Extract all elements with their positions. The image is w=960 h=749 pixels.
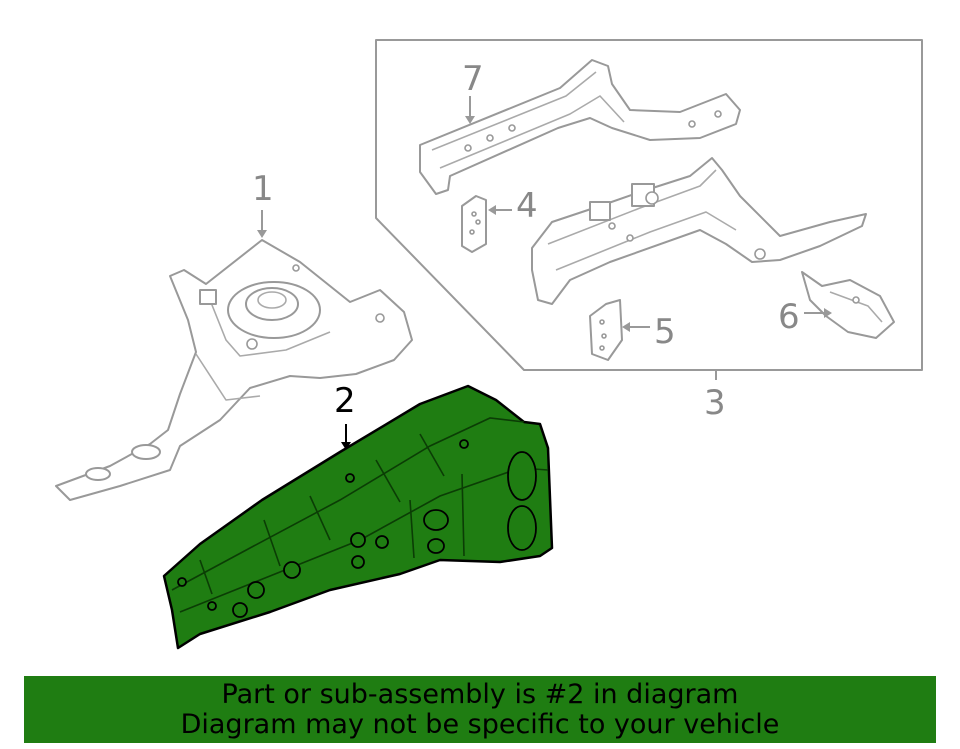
part-1-strut-tower[interactable] [55, 239, 413, 501]
part-7-rail[interactable] [419, 59, 741, 195]
callout-6: 6 [778, 297, 800, 337]
arrowhead-2 [341, 442, 351, 450]
callout-2: 2 [334, 381, 356, 421]
arrowhead-6 [824, 308, 832, 318]
callout-4: 4 [516, 186, 538, 226]
part-2-inner-panel[interactable] [162, 384, 554, 650]
banner-line-2: Diagram may not be specific to your vehi… [180, 709, 780, 740]
callout-3: 3 [704, 383, 726, 423]
arrowhead-4 [488, 205, 496, 215]
subassembly-box-3 [375, 39, 923, 371]
arrowhead-7 [465, 116, 475, 124]
callout-7: 7 [462, 59, 484, 99]
part-4-bracket[interactable] [461, 195, 487, 253]
part-6-bracket[interactable] [801, 271, 895, 339]
banner-line-1: Part or sub-assembly is #2 in diagram [221, 679, 739, 710]
arrowhead-5 [622, 322, 630, 332]
arrowhead-1 [257, 230, 267, 238]
callout-5: 5 [654, 312, 676, 352]
callout-1: 1 [252, 169, 274, 209]
part-3-rail[interactable] [531, 157, 867, 305]
part-5-bracket[interactable] [589, 299, 623, 361]
info-banner: Part or sub-assembly is #2 in diagram Di… [24, 676, 936, 743]
